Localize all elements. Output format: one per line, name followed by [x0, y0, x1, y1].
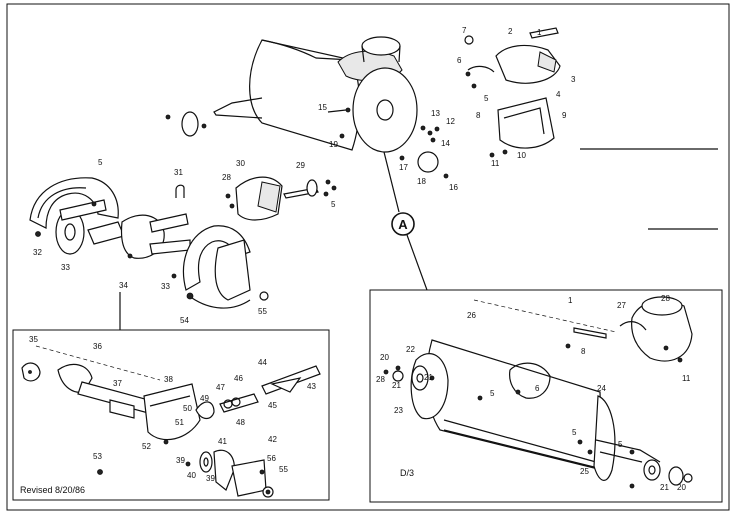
- part-number-label: 5: [331, 200, 336, 209]
- part-number-label: 44: [258, 358, 267, 367]
- part-number-label: 19: [329, 140, 338, 149]
- part-number-label: 56: [267, 454, 276, 463]
- part-number-label: 5: [618, 440, 623, 449]
- part-number-label: 21: [424, 373, 433, 382]
- part-number-label: 28: [661, 294, 670, 303]
- part-number-label: 20: [380, 353, 389, 362]
- part-number-label: 41: [218, 437, 227, 446]
- part-number-label: 1: [568, 296, 573, 305]
- part-number-label: 8: [476, 111, 481, 120]
- part-number-label: 39: [206, 474, 215, 483]
- callout-a: A: [391, 212, 415, 236]
- part-number-label: 28: [376, 375, 385, 384]
- part-number-label: 36: [93, 342, 102, 351]
- auger-gearcase: [87, 213, 191, 259]
- part-number-label: 6: [457, 56, 462, 65]
- part-number-label: 39: [176, 456, 185, 465]
- part-number-label: 11: [682, 374, 691, 383]
- part-number-label: 29: [296, 161, 305, 170]
- part-number-label: 27: [617, 301, 626, 310]
- right-auger-half: [171, 225, 269, 309]
- part-number-label: 9: [562, 111, 567, 120]
- part-number-label: 28: [222, 173, 231, 182]
- part-number-label: 49: [200, 394, 209, 403]
- part-number-label: 6: [535, 384, 540, 393]
- part-number-label: 34: [119, 281, 128, 290]
- part-number-label: 10: [517, 151, 526, 160]
- part-number-label: 53: [93, 452, 102, 461]
- part-number-label: 45: [268, 401, 277, 410]
- page-border: [6, 3, 730, 511]
- part-number-label: 5: [98, 158, 103, 167]
- part-number-label: 16: [449, 183, 458, 192]
- part-number-label: 52: [142, 442, 151, 451]
- part-number-label: 24: [597, 384, 606, 393]
- part-number-label: 3: [571, 75, 576, 84]
- part-number-label: 35: [29, 335, 38, 344]
- part-number-label: 48: [236, 418, 245, 427]
- inset-left-drive-shaft: [21, 345, 321, 498]
- part-number-label: 46: [234, 374, 243, 383]
- part-number-label: 5: [572, 428, 577, 437]
- part-number-label: 14: [441, 139, 450, 148]
- drive-housing: [225, 176, 337, 221]
- part-number-label: 40: [187, 471, 196, 480]
- housing-hardware: [327, 107, 449, 179]
- part-number-label: 23: [394, 406, 403, 415]
- part-number-label: 22: [406, 345, 415, 354]
- part-number-label: 47: [216, 383, 225, 392]
- part-number-label: 7: [462, 26, 467, 35]
- impeller-housing: [165, 36, 418, 153]
- inset-right-impeller-housing: [383, 296, 693, 489]
- part-number-label: 18: [417, 177, 426, 186]
- part-number-label: 38: [164, 375, 173, 384]
- part-number-label: 31: [174, 168, 183, 177]
- part-number-label: 55: [258, 307, 267, 316]
- part-number-label: 2: [508, 27, 513, 36]
- part-number-label: 15: [318, 103, 327, 112]
- part-number-label: 17: [399, 163, 408, 172]
- part-number-label: 37: [113, 379, 122, 388]
- part-number-label: 11: [491, 159, 500, 168]
- part-number-label: 13: [431, 109, 440, 118]
- part-number-label: 33: [161, 282, 170, 291]
- page-code: D/3: [400, 468, 414, 478]
- part-number-label: 42: [268, 435, 277, 444]
- part-number-label: 21: [392, 381, 401, 390]
- callout-a-letter: A: [398, 217, 408, 232]
- part-number-label: 32: [33, 248, 42, 257]
- part-number-label: 12: [446, 117, 455, 126]
- part-number-label: 4: [556, 90, 561, 99]
- part-number-label: 51: [175, 418, 184, 427]
- part-number-label: 43: [307, 382, 316, 391]
- callout-a-leaders: [119, 151, 428, 330]
- part-number-label: 21: [660, 483, 669, 492]
- part-number-label: 50: [183, 404, 192, 413]
- part-number-label: 54: [180, 316, 189, 325]
- part-number-label: 55: [279, 465, 288, 474]
- part-number-label: 5: [490, 389, 495, 398]
- part-number-label: 33: [61, 263, 70, 272]
- part-number-label: 30: [236, 159, 245, 168]
- part-number-label: 25: [580, 467, 589, 476]
- revised-note: Revised 8/20/86: [20, 485, 85, 495]
- left-auger-half: [29, 177, 119, 255]
- part-number-label: 1: [537, 28, 542, 37]
- chute-assembly: [464, 27, 561, 158]
- part-number-label: 20: [677, 483, 686, 492]
- part-number-label: 8: [581, 347, 586, 356]
- small-bracket-31: [175, 184, 185, 198]
- part-number-label: 26: [467, 311, 476, 320]
- part-number-label: 5: [484, 94, 489, 103]
